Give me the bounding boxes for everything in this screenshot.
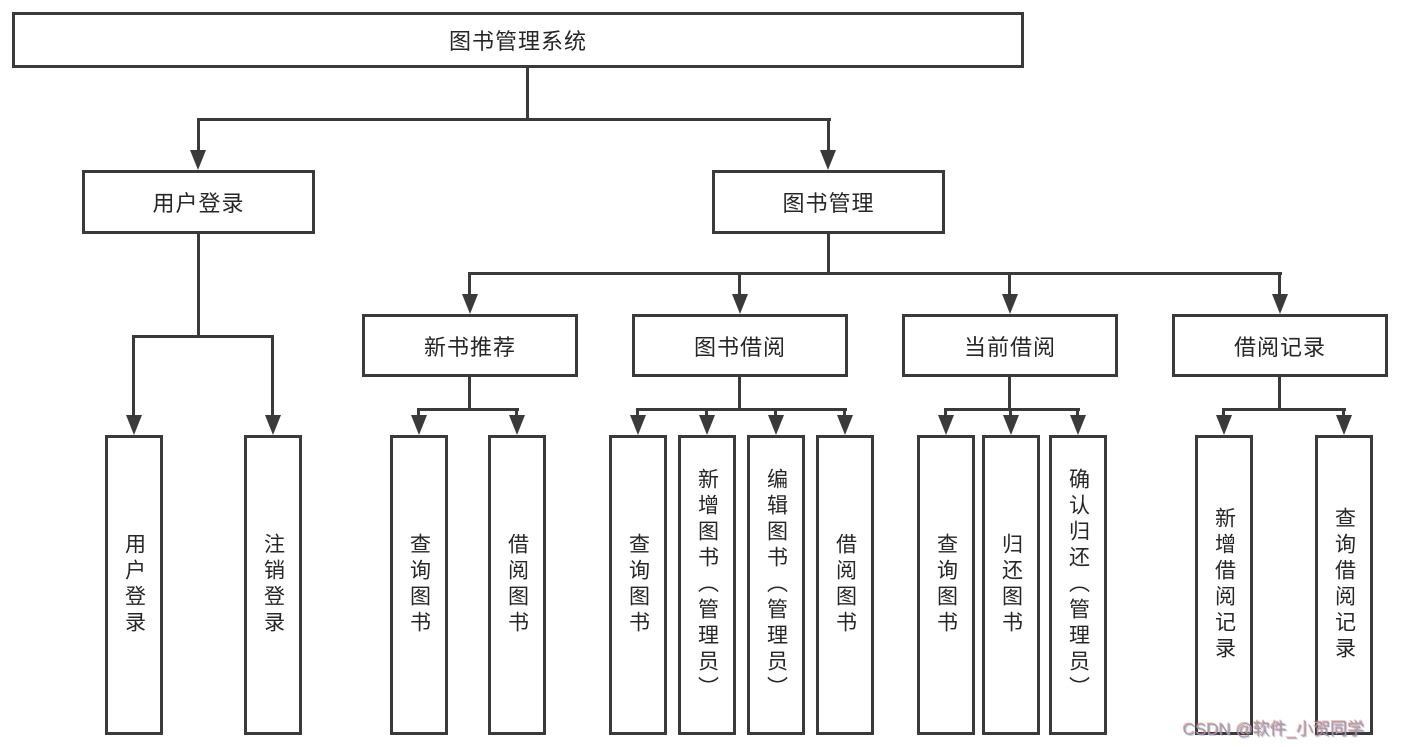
node-label: 借阅图书	[505, 533, 529, 637]
node-borrowing-records: 借阅记录	[1172, 314, 1388, 377]
node-book-borrowing: 图书借阅	[632, 314, 848, 377]
connector-line	[132, 335, 135, 415]
connector-line	[738, 272, 741, 294]
node-user-login: 用户登录	[82, 170, 315, 234]
arrowhead-icon	[126, 415, 142, 435]
arrowhead-icon	[938, 415, 954, 435]
node-label: 注销登录	[261, 533, 285, 637]
connector-line	[944, 408, 1080, 411]
node-new-book-recommendation: 新书推荐	[362, 314, 578, 377]
node-label: 借阅图书	[833, 533, 857, 637]
arrowhead-icon	[1003, 415, 1019, 435]
node-leaf-add-books-admin: 新增图书（管理员）	[678, 435, 736, 735]
node-label: 图书管理	[782, 191, 875, 216]
arrowhead-icon	[190, 150, 206, 170]
connector-line	[197, 234, 200, 335]
connector-line	[636, 408, 639, 415]
node-label: 当前借阅	[963, 334, 1056, 360]
node-label: 用户登录	[122, 533, 146, 637]
connector-line	[1008, 377, 1011, 408]
node-label: 新书推荐	[423, 334, 516, 360]
node-label: 查询图书	[934, 533, 958, 637]
node-current-borrowing: 当前借阅	[902, 314, 1118, 377]
connector-line	[468, 377, 471, 408]
arrowhead-icon	[411, 415, 427, 435]
connector-line	[197, 118, 831, 121]
connector-line	[526, 68, 529, 118]
connector-line	[774, 408, 777, 415]
arrowhead-icon	[462, 294, 478, 314]
connector-line	[636, 408, 847, 411]
node-leaf-query-books-current: 查询图书	[917, 435, 975, 735]
arrowhead-icon	[1070, 415, 1086, 435]
arrowhead-icon	[509, 415, 525, 435]
node-leaf-borrow-books: 借阅图书	[816, 435, 874, 735]
connector-line	[1222, 408, 1225, 415]
connector-line	[271, 335, 274, 415]
node-label: 确认归还（管理员）	[1066, 468, 1090, 702]
connector-line	[843, 408, 846, 415]
node-label: 编辑图书（管理员）	[764, 468, 788, 702]
node-library-management-system: 图书管理系统	[12, 12, 1024, 68]
connector-line	[738, 377, 741, 408]
arrowhead-icon	[820, 150, 836, 170]
node-leaf-query-books-borrowing: 查询图书	[609, 435, 667, 735]
connector-line	[468, 272, 471, 294]
connector-line	[1278, 377, 1281, 408]
connector-line	[827, 118, 830, 152]
node-book-management: 图书管理	[712, 170, 945, 234]
arrowhead-icon	[1216, 415, 1232, 435]
node-leaf-edit-books-admin: 编辑图书（管理员）	[747, 435, 805, 735]
node-leaf-query-borrow-record: 查询借阅记录	[1315, 435, 1373, 735]
arrowhead-icon	[1336, 415, 1352, 435]
arrowhead-icon	[1002, 294, 1018, 314]
connector-line	[1009, 408, 1012, 415]
node-label: 查询图书	[407, 533, 431, 637]
connector-line	[197, 118, 200, 152]
connector-line	[1076, 408, 1079, 415]
node-label: 图书借阅	[693, 334, 786, 360]
node-label: 新增图书（管理员）	[695, 468, 719, 702]
arrowhead-icon	[768, 415, 784, 435]
connector-line	[417, 408, 519, 411]
node-leaf-add-borrow-record: 新增借阅记录	[1195, 435, 1253, 735]
node-label: 借阅记录	[1233, 334, 1326, 360]
connector-line	[1222, 408, 1346, 411]
arrowhead-icon	[699, 415, 715, 435]
node-leaf-borrow-books-recommend: 借阅图书	[488, 435, 546, 735]
connector-line	[132, 335, 274, 338]
connector-line	[1008, 272, 1011, 294]
connector-line	[1342, 408, 1345, 415]
arrowhead-icon	[630, 415, 646, 435]
connector-line	[515, 408, 518, 415]
node-leaf-query-books-recommend: 查询图书	[390, 435, 448, 735]
node-leaf-return-books: 归还图书	[982, 435, 1040, 735]
node-label: 用户登录	[152, 191, 245, 216]
node-label: 归还图书	[999, 533, 1023, 637]
node-label: 图书管理系统	[448, 29, 587, 54]
connector-line	[705, 408, 708, 415]
node-label: 查询借阅记录	[1332, 507, 1356, 663]
watermark: CSDN @软件_小贺同学	[1183, 720, 1365, 739]
connector-line	[1278, 272, 1281, 294]
arrowhead-icon	[732, 294, 748, 314]
arrowhead-icon	[265, 415, 281, 435]
node-leaf-confirm-return-admin: 确认归还（管理员）	[1049, 435, 1107, 735]
node-leaf-user-login: 用户登录	[105, 435, 163, 735]
node-label: 新增借阅记录	[1212, 507, 1236, 663]
node-leaf-logout: 注销登录	[244, 435, 302, 735]
node-label: 查询图书	[626, 533, 650, 637]
connector-line	[944, 408, 947, 415]
arrowhead-icon	[837, 415, 853, 435]
arrowhead-icon	[1272, 294, 1288, 314]
connector-line	[827, 234, 830, 272]
connector-line	[417, 408, 420, 415]
connector-line	[468, 272, 1282, 275]
